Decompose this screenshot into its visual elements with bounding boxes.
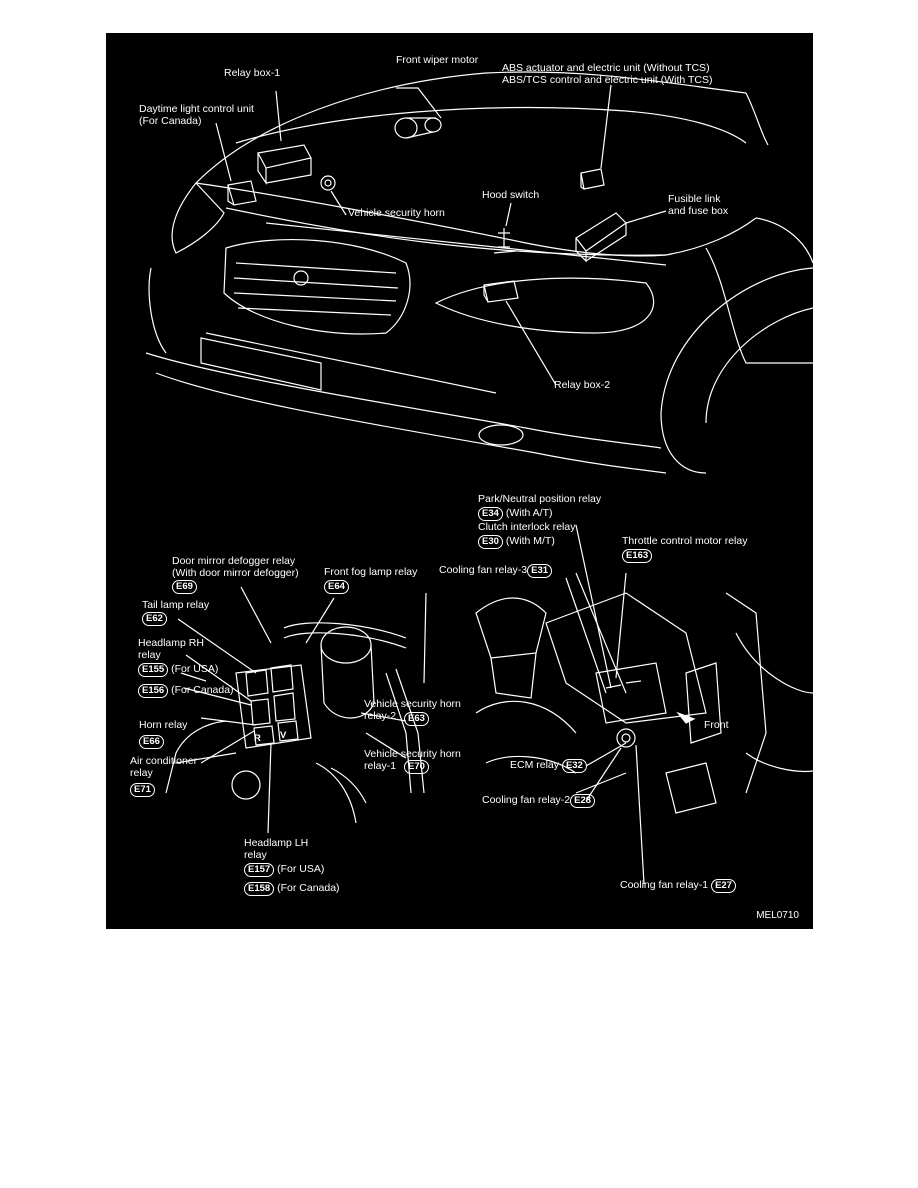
diagram-artwork xyxy=(145,71,813,885)
label-throttle-control-motor-relay: Throttle control motor relay xyxy=(622,535,748,547)
connector-e30: E30 (With M/T) xyxy=(478,535,555,549)
label-relay-box-2: Relay box-2 xyxy=(554,379,611,391)
label-headlamp-lh-line1: Headlamp LH xyxy=(244,837,309,849)
connector-e156: E156 (For Canada) xyxy=(138,684,234,698)
label-air-conditioner-line1: Air conditioner xyxy=(130,755,198,767)
label-clutch-interlock-relay: Clutch interlock relay xyxy=(478,521,576,533)
connector-e157: E157 (For USA) xyxy=(244,863,324,877)
label-door-mirror-line2: (With door mirror defogger) xyxy=(172,567,299,579)
label-headlamp-rh-line2: relay xyxy=(138,649,161,661)
label-fusible-line2: and fuse box xyxy=(668,205,729,217)
connector-e69: E69 xyxy=(172,580,197,594)
connector-e34: E34 (With A/T) xyxy=(478,507,553,521)
label-air-conditioner-line2: relay xyxy=(130,767,153,779)
label-vsh-relay2-line2: relay-2 xyxy=(364,710,397,722)
label-ecm-relay: ECM relay E32 xyxy=(510,759,587,773)
right-engine-illustration xyxy=(475,524,813,885)
label-headlamp-rh-line1: Headlamp RH xyxy=(138,637,204,649)
label-headlamp-lh-line2: relay xyxy=(244,849,267,861)
diagram-panel: Relay box-1 Front wiper motor ABS actuat… xyxy=(106,33,813,929)
label-front-wiper-motor: Front wiper motor xyxy=(396,54,479,66)
connector-e155: E155 (For USA) xyxy=(138,663,218,677)
fuse-mark-v: V xyxy=(280,730,287,741)
label-vsh-relay1-line2: relay-1 xyxy=(364,760,397,772)
label-vsh-relay2-line1: Vehicle security horn xyxy=(364,698,461,710)
label-front-fog-lamp-relay: Front fog lamp relay xyxy=(324,566,418,578)
car-front-illustration xyxy=(145,71,813,474)
connector-e158: E158 (For Canada) xyxy=(244,882,340,896)
connector-e64: E64 xyxy=(324,580,349,594)
label-park-neutral-relay: Park/Neutral position relay xyxy=(478,493,602,505)
reference-code: MEL0710 xyxy=(756,910,799,921)
connector-e66: E66 xyxy=(139,735,164,749)
connector-e62: E62 xyxy=(142,612,167,626)
label-relay-box-1: Relay box-1 xyxy=(224,67,281,79)
label-hood-switch: Hood switch xyxy=(482,189,540,201)
label-horn-relay: Horn relay xyxy=(139,719,188,731)
label-door-mirror-line1: Door mirror defogger relay xyxy=(172,555,296,567)
label-abs-line2: ABS/TCS control and electric unit (With … xyxy=(502,74,713,86)
connector-e70: E70 xyxy=(404,760,429,774)
connector-e63: E63 xyxy=(404,712,429,726)
connector-e71: E71 xyxy=(130,783,155,797)
label-cooling-fan-relay-1: Cooling fan relay-1 E27 xyxy=(620,879,736,893)
label-vsh-relay1-line1: Vehicle security horn xyxy=(364,748,461,760)
label-tail-lamp-relay: Tail lamp relay xyxy=(142,599,210,611)
fuse-mark-r: R xyxy=(254,733,261,744)
label-fusible-line1: Fusible link xyxy=(668,193,721,205)
label-abs-line1: ABS actuator and electric unit (Without … xyxy=(502,62,710,74)
label-daytime-line1: Daytime light control unit xyxy=(139,103,254,115)
connector-e163: E163 xyxy=(622,549,653,563)
label-front: Front xyxy=(704,719,729,731)
label-daytime-line2: (For Canada) xyxy=(139,115,202,127)
label-vehicle-security-horn: Vehicle security horn xyxy=(348,207,445,219)
left-relay-illustration xyxy=(165,586,427,834)
